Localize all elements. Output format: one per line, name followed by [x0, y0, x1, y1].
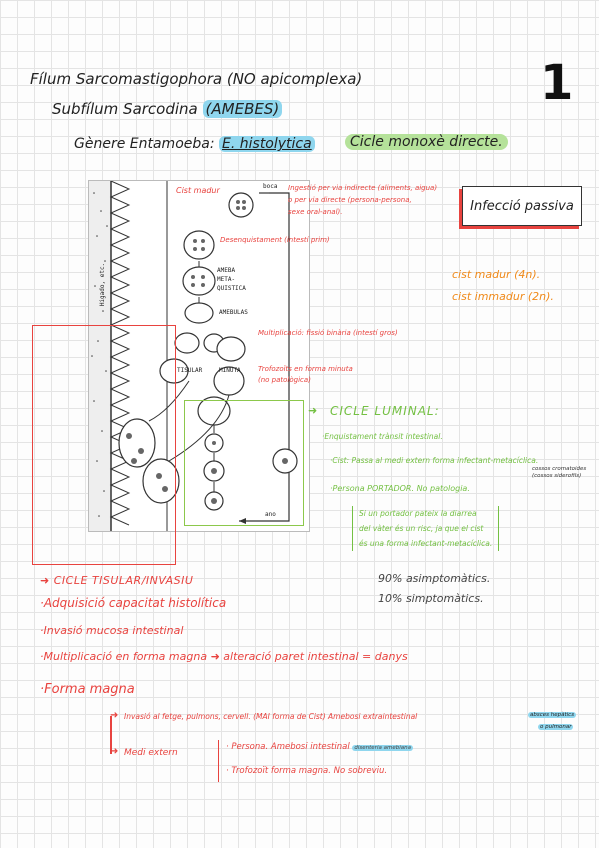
tisular-item-3: ·Multiplicació en forma magna ➜ alteraci…: [40, 650, 408, 663]
genere-text: Gènere Entamoeba:: [74, 136, 215, 152]
cist-immadur-note: cist immadur (2n).: [452, 290, 554, 303]
invasio-tag-1-text: absces hepàtics: [528, 712, 577, 718]
invasio-tag-1: absces hepàtics: [528, 712, 577, 718]
medi-extern: Medi extern: [124, 748, 178, 758]
medi-item-1-text: · Persona. Amebosi intestinal: [226, 742, 350, 752]
return-path: [239, 192, 290, 522]
invasio-text: Invasió al fetge, pulmons, cervell. (MAI…: [124, 712, 418, 721]
label-higado: Higado, etc.: [99, 262, 107, 307]
medi-divider: [218, 740, 219, 782]
infeccio-box: Infecció passiva: [462, 186, 582, 226]
label-amebulas: AMEBULAS: [219, 309, 248, 316]
tisular-item-1: ·Adquisició capacitat histolítica: [40, 596, 227, 610]
cist-madur-note: cist madur (4n).: [452, 268, 541, 281]
annot-desenquistament: Desenquistament (intestí prim): [220, 236, 330, 244]
luminal-box: [184, 400, 304, 526]
medi-item-2: · Trofozoït forma magna. No sobreviu.: [226, 766, 388, 776]
tisular-arrow-icon: ➜: [40, 574, 50, 587]
medi-tag: disenteria amebiana: [352, 745, 413, 751]
wall-dots: [91, 192, 108, 517]
label-boca: boca: [263, 183, 278, 190]
label-minuta: MINUTA: [219, 367, 241, 374]
lifecycle-diagram: boca AMEBA META- QUISTICA AMEBULAS MINUT…: [88, 180, 310, 532]
branch-arrow-2: ➜: [110, 746, 119, 757]
cicle-text: Cicle monoxè directe.: [345, 134, 508, 150]
villi: [109, 180, 131, 526]
branch-line: [110, 716, 112, 754]
tisular-arrow-icon-2: ➜: [210, 650, 220, 663]
infeccio-text: Infecció passiva: [470, 198, 574, 214]
luminal-bracket-note: Si un portador pateix la diarrea del vàt…: [352, 506, 500, 551]
tisular-item-3-text: ·Multiplicació en forma magna: [40, 650, 208, 663]
subfilum-text: Subfílum Sarcodina: [52, 100, 198, 118]
subfilum-heading: Subfílum Sarcodina (AMEBES): [52, 100, 283, 118]
luminal-side-note: cossos cromatoides (cossos siderofils): [532, 466, 587, 479]
subfilum-tag: (AMEBES): [202, 100, 283, 118]
tisular-item-2: ·Invasió mucosa intestinal: [40, 624, 184, 637]
tisular-consequence: alteració paret intestinal = danys: [223, 650, 408, 663]
invasio-tag-2-text: o pulmonar: [538, 724, 574, 730]
cicle-tag: Cicle monoxè directe.: [345, 134, 508, 150]
label-tisular: TISULAR: [177, 367, 203, 374]
label-ano: ano: [265, 511, 276, 518]
genere-species: E. histolytica: [219, 136, 315, 152]
filum-heading: Fílum Sarcomastigophora (NO apicomplexa): [30, 70, 363, 88]
annot-trofozoits: Trofozoïts en forma minuta (no patològic…: [258, 365, 353, 384]
annot-ingestio: Ingestió per via indirecte (aliments, ai…: [288, 184, 438, 216]
luminal-title: CICLE LUMINAL:: [330, 404, 440, 418]
arrows: [148, 261, 230, 492]
forma-magna: ·Forma magna: [40, 682, 135, 697]
stat-simptomatics: 10% simptomàtics.: [378, 592, 484, 605]
luminal-item-1: ·Enquistament trànsit intestinal.: [322, 432, 443, 441]
medi-item-1: · Persona. Amebosi intestinal disenteria…: [226, 742, 413, 752]
tisular-title: ➜ CICLE TISULAR/INVASIU: [40, 574, 193, 587]
nuclei: [126, 200, 288, 504]
invasio-tag-2: o pulmonar: [538, 724, 574, 730]
luminal-arrow: ➜: [308, 404, 318, 417]
diagram-svg: [89, 180, 298, 531]
annot-multiplicacio: Multiplicació: fissió binària (intestí g…: [258, 329, 398, 337]
wall-texture: [89, 181, 111, 531]
luminal-item-3: ·Persona PORTADOR. No patologia.: [330, 484, 470, 493]
tisular-box: [32, 325, 176, 565]
stat-asimptomatics: 90% asimptomàtics.: [378, 572, 491, 585]
genere-heading: Gènere Entamoeba: E. histolytica: [74, 136, 315, 152]
tisular-title-text: CICLE TISULAR/INVASIU: [53, 574, 194, 587]
annot-cist-madur: Cist madur: [176, 186, 220, 195]
luminal-item-2: ·Cist: Passa al medi extern forma infect…: [330, 456, 539, 465]
branch-arrow-1: ➜: [110, 710, 119, 721]
label-ameba-meta: AMEBA META- QUISTICA: [217, 267, 246, 292]
page-number: 1: [540, 55, 574, 111]
